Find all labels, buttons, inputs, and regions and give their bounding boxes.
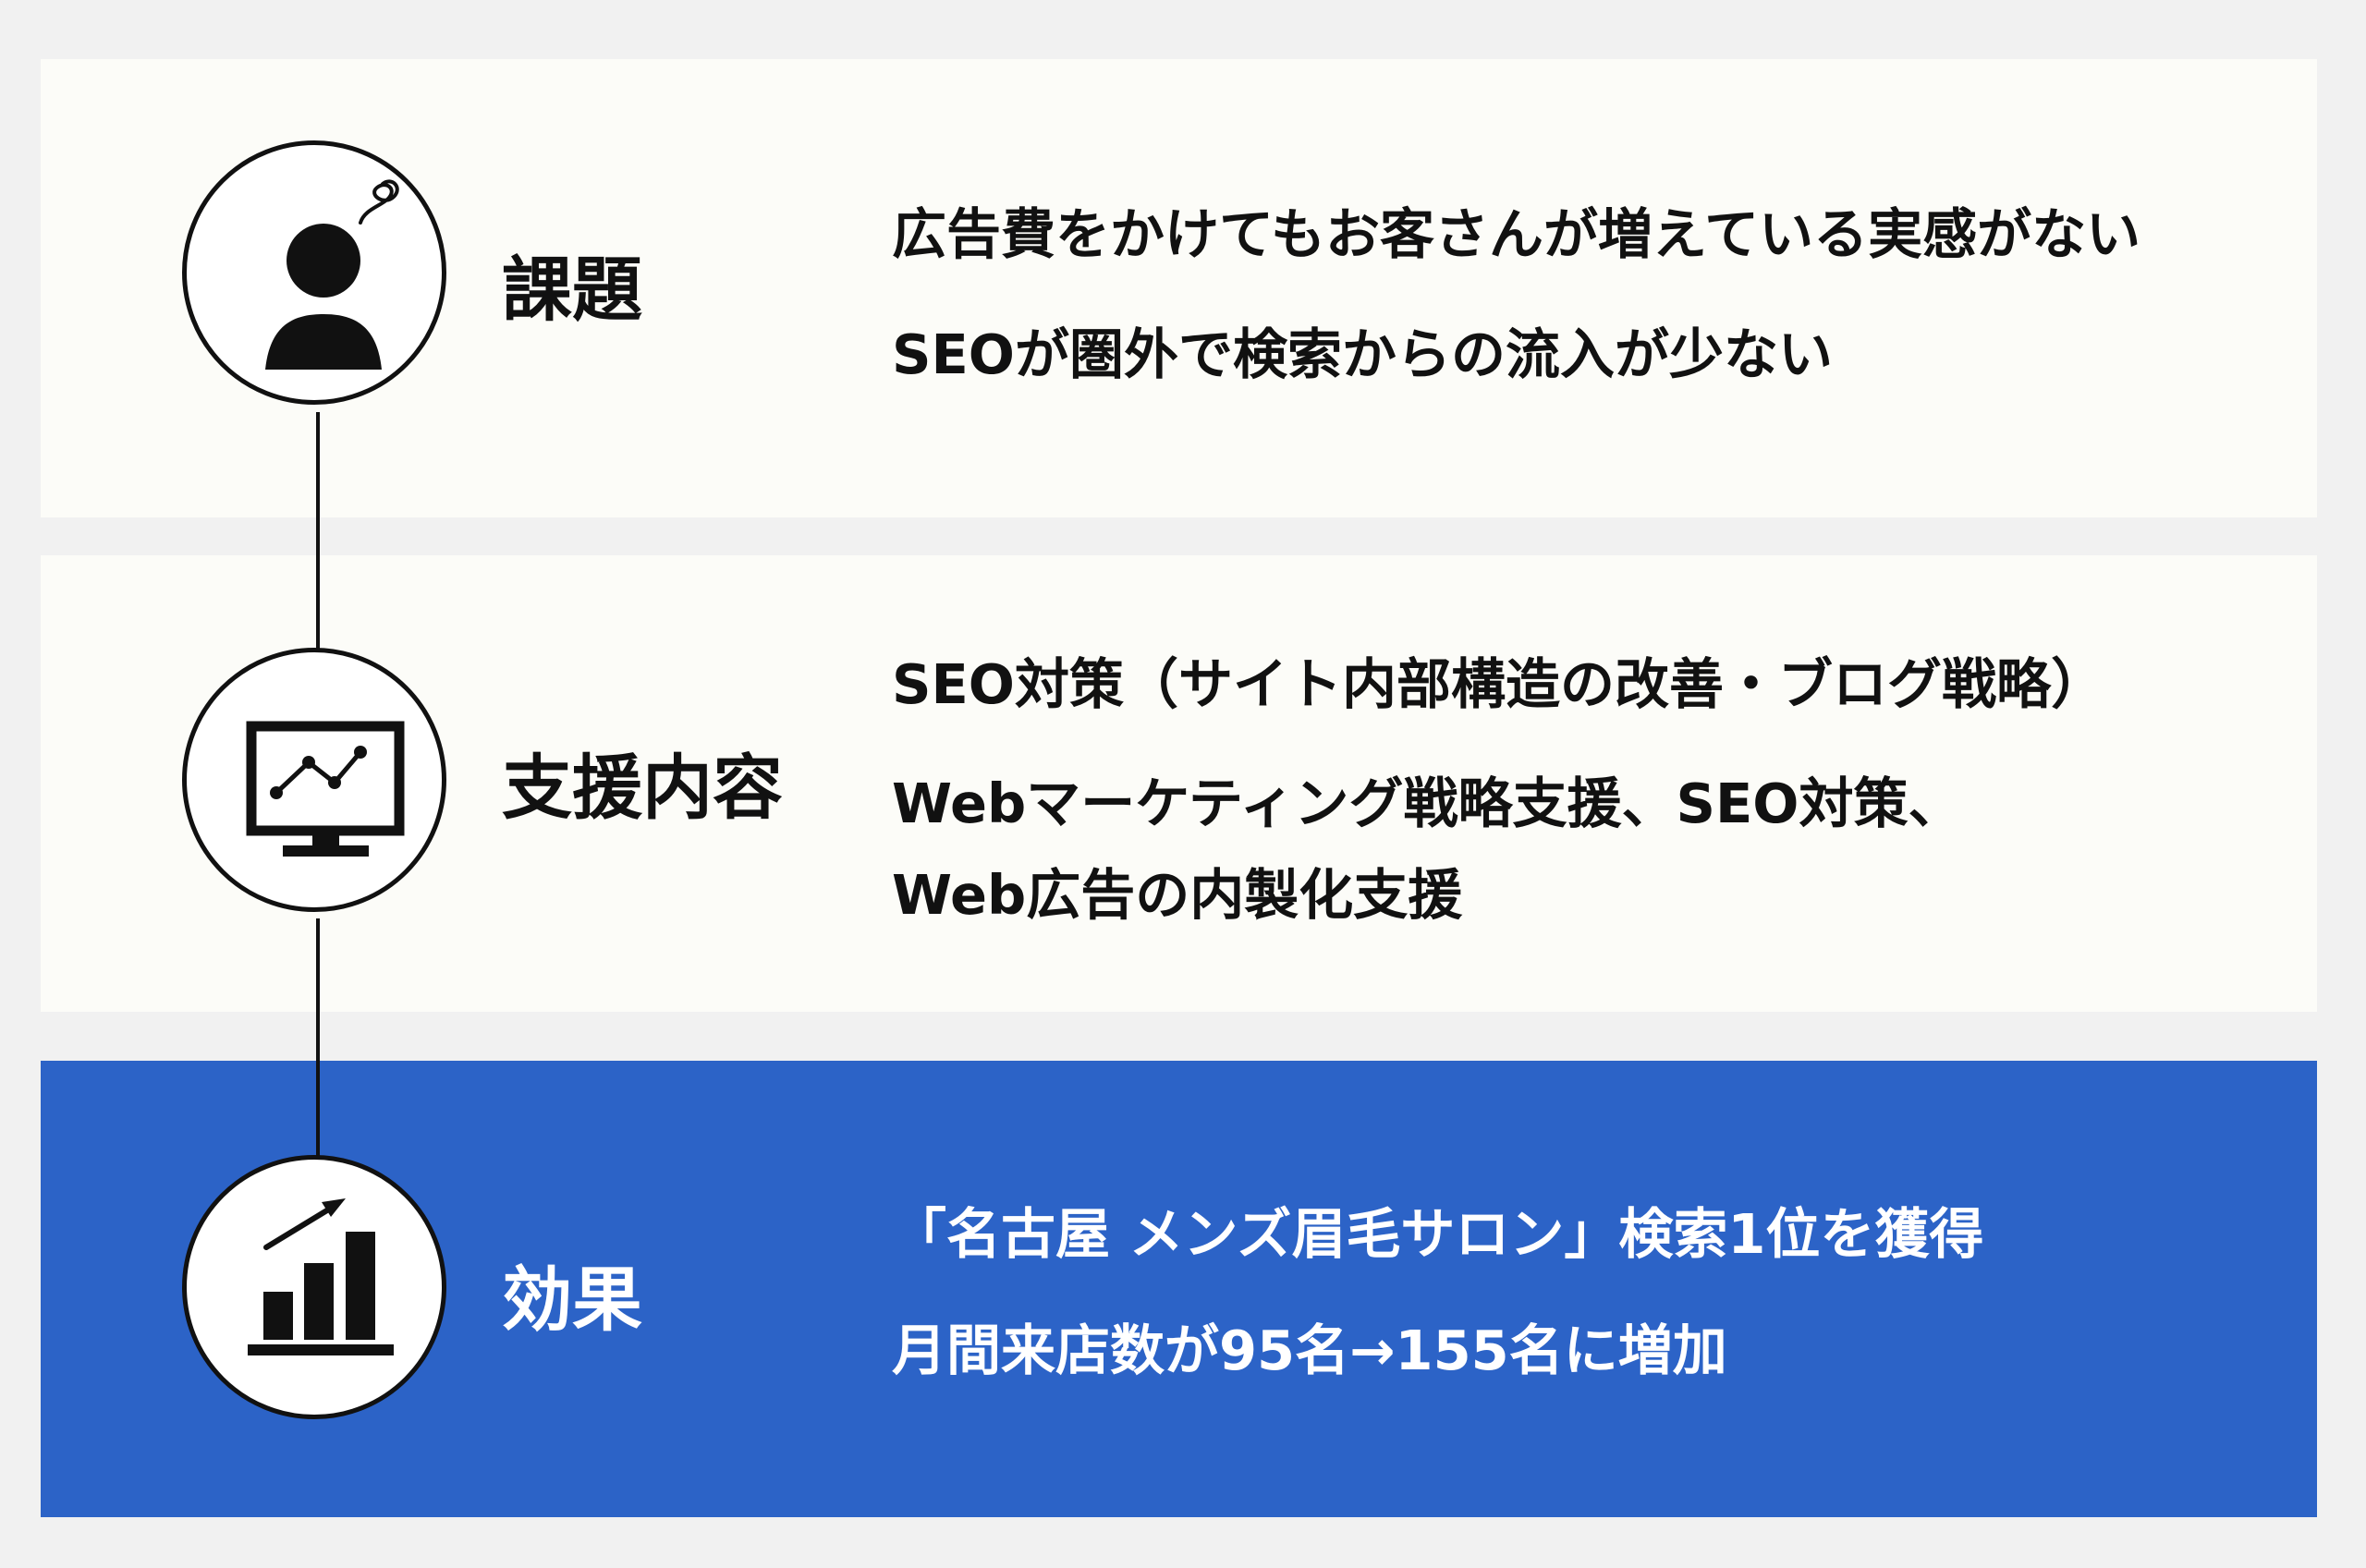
growth-bar-chart-icon <box>248 1198 394 1355</box>
monitor-chart-icon <box>246 721 405 857</box>
result-text-line: 月間来店数が95名→155名に増加 <box>892 1319 1727 1382</box>
support-text-line: Web広告の内製化支援 <box>892 863 1463 927</box>
step-label-issue: 課題 <box>502 249 642 331</box>
result-icon-circle <box>182 1155 446 1419</box>
worried-person-icon <box>265 179 399 370</box>
timeline-connector <box>316 918 320 1157</box>
issue-icon-circle <box>182 140 446 405</box>
result-text-line: 「名古屋 メンズ眉毛サロン」検索1位を獲得 <box>892 1202 1984 1266</box>
issue-text-line: SEOが圏外で検索からの流入が少ない <box>892 322 1833 386</box>
step-label-result: 効果 <box>502 1258 642 1341</box>
timeline-connector <box>316 412 320 654</box>
support-text-line: Webマーケティング戦略支援、SEO対策、 <box>892 772 1963 835</box>
step-label-support: 支援内容 <box>502 747 783 829</box>
issue-text-line: 広告費をかけてもお客さんが増えている実感がない <box>892 202 2141 266</box>
support-text-line: SEO対策（サイト内部構造の改善・ブログ戦略） <box>892 652 2105 716</box>
support-icon-circle <box>182 648 446 912</box>
